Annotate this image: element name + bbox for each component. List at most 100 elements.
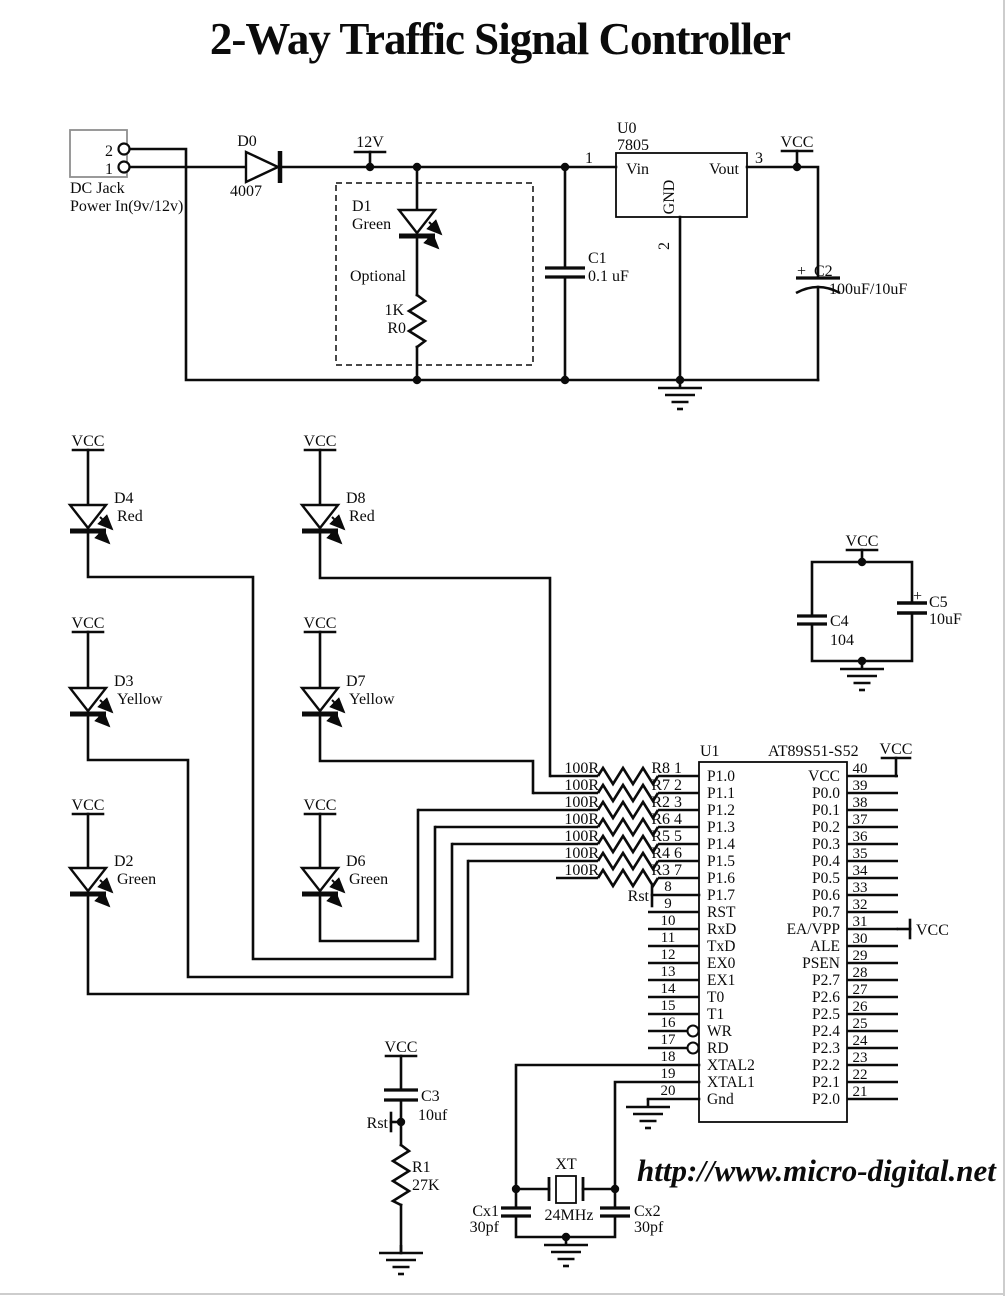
u1-right-pin-number: 27	[853, 982, 869, 998]
c3-value: 10uf	[418, 1107, 448, 1124]
d0-designator: D0	[237, 133, 257, 150]
u1-left-pin-label: RST	[707, 904, 736, 921]
ground-symbol-u0	[656, 378, 704, 411]
u1-left-pin-label: P1.1	[707, 785, 735, 802]
u1-left-pin-number: 8	[664, 879, 672, 895]
u1-right-pin-label: P0.1	[812, 802, 840, 819]
crystal-designator: XT	[555, 1156, 577, 1173]
d8-cathode-route	[318, 531, 552, 778]
d7-cathode-route	[318, 714, 535, 795]
resistor-body	[596, 782, 660, 804]
c2-plate-bottom	[795, 285, 841, 295]
u1-pin-number: 7	[674, 862, 682, 879]
led-light-arrow	[329, 877, 346, 894]
led-triangle	[299, 686, 341, 713]
ground-rail-wire	[128, 147, 820, 382]
resistor-designator: R6	[651, 811, 670, 828]
wires	[71, 147, 914, 1255]
u0-pin1-number: 1	[585, 150, 593, 167]
u1-right-pin-number: 24	[853, 1033, 869, 1049]
vcc-flag-label-reset: VCC	[385, 1039, 418, 1056]
resistor-value: 100R	[564, 760, 599, 777]
d1-color: Green	[352, 216, 391, 233]
vcc-flag-label-d2: VCC	[72, 797, 105, 814]
vcc-flag-label-d3: VCC	[72, 615, 105, 632]
website-url: http://www.micro-digital.net	[637, 1153, 997, 1188]
d3-color: Yellow	[117, 691, 163, 708]
12v-flag-label: 12V	[356, 134, 384, 151]
u1-pin-number: 4	[674, 811, 682, 828]
resistor-r1-body	[390, 1143, 412, 1207]
u1-right-pin-label: P0.2	[812, 819, 840, 836]
junction-dot	[511, 1184, 521, 1194]
u1-right-pin-number: 40	[853, 761, 868, 777]
junction-dot	[792, 162, 802, 172]
resistor-designator: R5	[651, 828, 670, 845]
u1-right-pin-label: ALE	[810, 938, 840, 955]
resistor-body	[596, 799, 660, 821]
rst-net-label-c3: Rst	[367, 1115, 389, 1132]
u0-vin-label: Vin	[626, 161, 649, 178]
diode-d0-triangle	[244, 150, 281, 184]
u1-right-pin-label: P0.0	[812, 785, 840, 802]
junction-dot	[560, 375, 570, 385]
u1-left-pin-label: RxD	[707, 921, 736, 938]
u1-right-pin-label: P0.5	[812, 870, 840, 887]
u1-right-pin-number: 39	[853, 778, 868, 794]
resistor-value: 100R	[564, 811, 599, 828]
led-light-arrow	[423, 233, 440, 250]
d7-designator: D7	[346, 673, 366, 690]
u1-left-pin-number: 18	[661, 1049, 676, 1065]
u1-pin-number: 1	[674, 760, 682, 777]
u1-left-pin-number: 17	[661, 1032, 677, 1048]
u1-left-pin-label: Gnd	[707, 1091, 734, 1108]
led-triangle	[396, 208, 438, 235]
u0-pin3-number: 3	[755, 150, 763, 167]
jack-pin2-circle	[117, 142, 131, 156]
d8-color: Red	[349, 508, 375, 525]
resistor-body	[596, 850, 660, 872]
vcc-flag-label-d7: VCC	[304, 615, 337, 632]
d2-cathode-route	[86, 859, 470, 996]
capacitor-plates	[384, 266, 927, 1218]
resistor-designator: R3	[651, 862, 670, 879]
led-light-arrow	[326, 891, 343, 908]
u1-left-pin-label: P1.3	[707, 819, 735, 836]
vcc-flag-label-c4c5: VCC	[846, 533, 879, 550]
u1-right-pin-label: P0.7	[812, 904, 840, 921]
led-symbol	[299, 866, 346, 908]
u1-left-pin-number: 10	[661, 913, 676, 929]
led-light-arrow	[97, 697, 114, 714]
u1-right-pin-label: P2.6	[812, 989, 840, 1006]
c2-value: 100uF/10uF	[829, 281, 907, 298]
cx1-designator: Cx1	[472, 1203, 499, 1220]
xtal2-wire	[514, 1063, 701, 1210]
resistor-value: 100R	[564, 845, 599, 862]
junction-dot	[560, 162, 570, 172]
u1-right-pin-number: 29	[853, 948, 868, 964]
vcc-flag-label-u0: VCC	[781, 134, 814, 151]
u0-gnd-label: GND	[661, 180, 678, 215]
junction-dot	[412, 375, 422, 385]
c4-value: 104	[830, 632, 854, 649]
crystal-rect	[555, 1175, 577, 1204]
rst-net-label-pin8: Rst	[628, 888, 650, 905]
d0-value: 4007	[230, 183, 262, 200]
cx2-designator: Cx2	[634, 1203, 661, 1220]
u1-right-pin-number: 26	[853, 999, 869, 1015]
u1-right-pin-number: 23	[853, 1050, 868, 1066]
resistor-body	[596, 765, 660, 787]
resistor-body	[596, 816, 660, 838]
u1-right-pin-label: PSEN	[802, 955, 840, 972]
u1-right-pin-number: 35	[853, 846, 868, 862]
u1-left-pin-label: P1.7	[707, 887, 735, 904]
u1-left-pin-label: EX1	[707, 972, 735, 989]
jack-name: DC Jack	[70, 180, 125, 197]
vcc-flag-label-d8: VCC	[304, 433, 337, 450]
resistor-designator: R4	[651, 845, 670, 862]
led-triangle	[299, 866, 341, 893]
c3-designator: C3	[421, 1088, 440, 1105]
resistor-value: 100R	[564, 862, 599, 879]
